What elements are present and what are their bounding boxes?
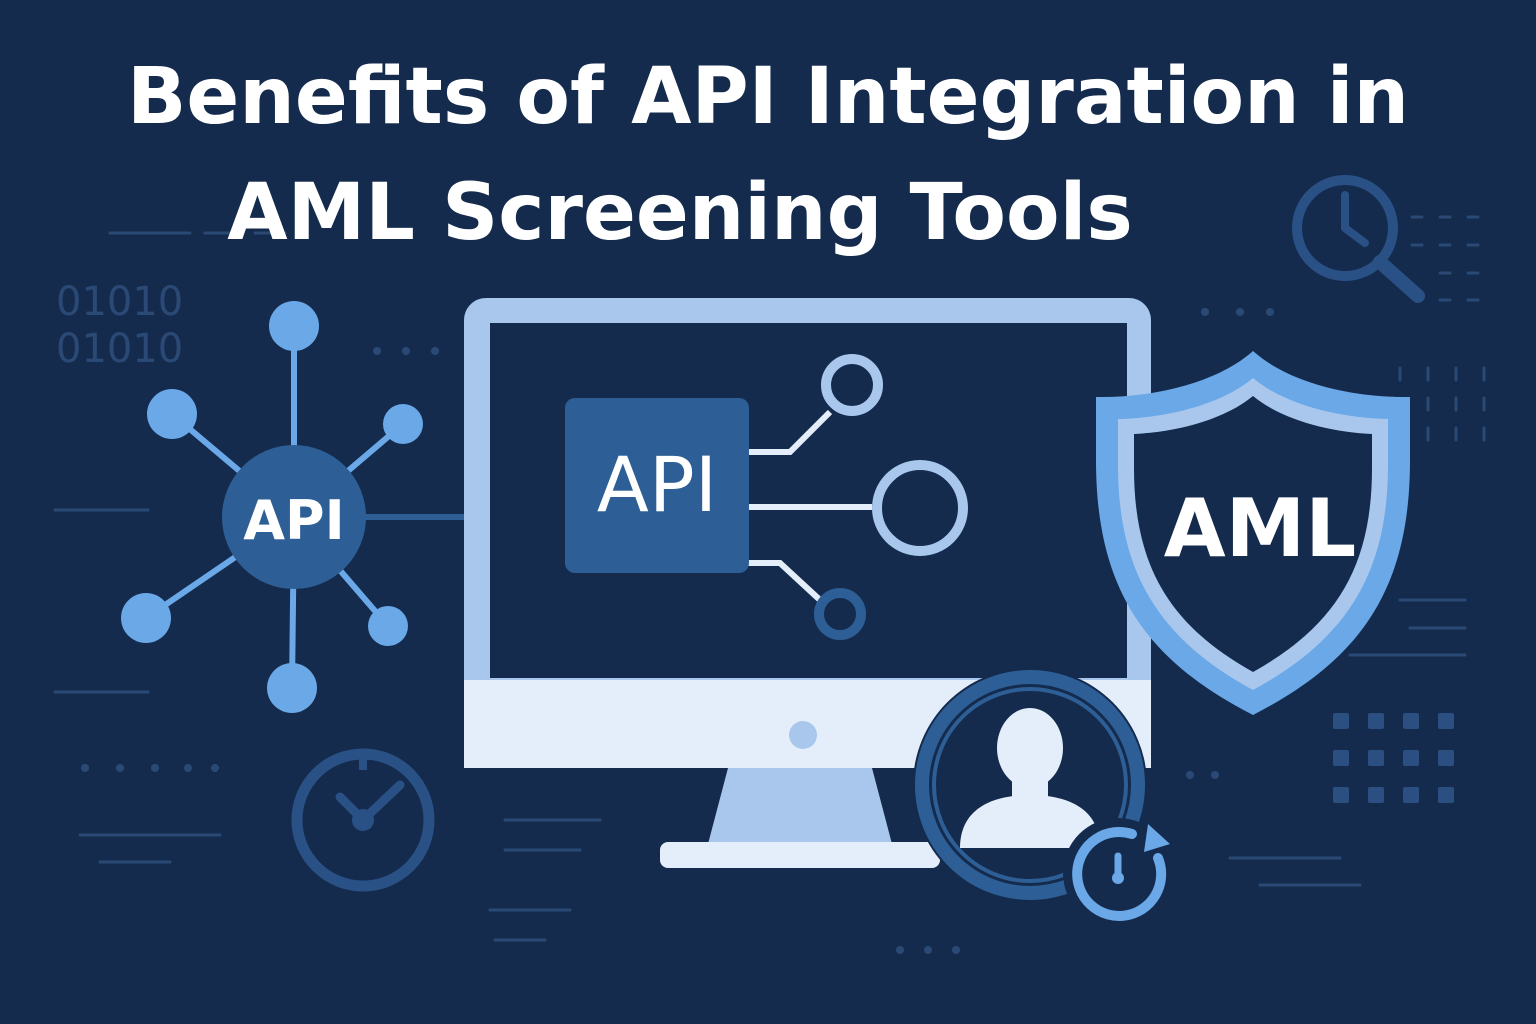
circuit-nodes xyxy=(814,354,968,640)
monitor-api-label: API xyxy=(597,440,717,529)
shield-aml-label: AML xyxy=(1164,482,1357,575)
circuit-connectors xyxy=(748,409,872,603)
background-dots xyxy=(81,308,1274,954)
square-grid xyxy=(1333,713,1454,803)
shield-icon xyxy=(1096,351,1410,715)
page-title-line-2: AML Screening Tools xyxy=(227,168,1133,258)
api-box xyxy=(565,398,749,573)
network-hub-icon xyxy=(121,301,568,713)
vertical-tick-grid xyxy=(1398,366,1486,442)
page-title-line-1: Benefits of API Integration in xyxy=(126,52,1410,142)
refresh-timer-icon xyxy=(1063,818,1173,928)
binary-row-1: 01010 xyxy=(56,279,183,325)
clock-search-icon xyxy=(1292,175,1425,303)
hub-api-label: API xyxy=(243,489,344,552)
binary-row-2: 01010 xyxy=(56,326,183,372)
clock-icon xyxy=(291,748,435,892)
